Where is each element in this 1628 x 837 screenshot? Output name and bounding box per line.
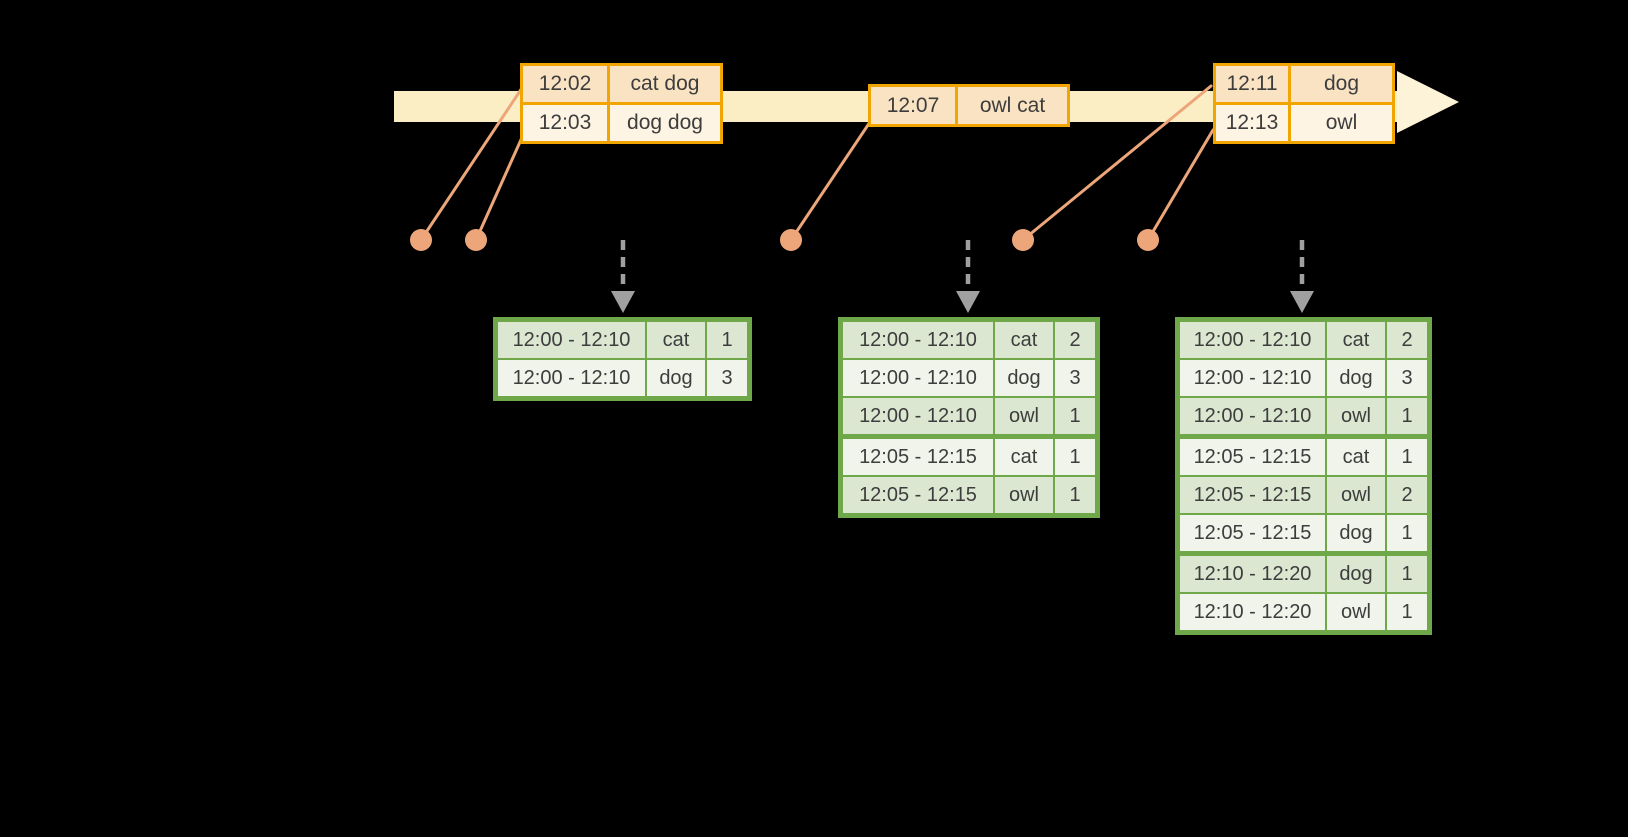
window-cell: 12:05 - 12:15: [843, 477, 993, 513]
count-cell: 2: [1387, 477, 1427, 513]
event-words-cell: cat dog: [610, 66, 720, 102]
count-cell: 1: [1387, 594, 1427, 630]
count-cell: 1: [707, 322, 747, 358]
window-cell: 12:00 - 12:10: [843, 322, 993, 358]
result-row: 12:10 - 12:20 dog 1: [1180, 556, 1427, 592]
window-cell: 12:00 - 12:10: [1180, 322, 1325, 358]
window-cell: 12:10 - 12:20: [1180, 556, 1325, 592]
result-row: 12:05 - 12:15 cat 1: [1180, 439, 1427, 475]
window-cell: 12:00 - 12:10: [498, 360, 645, 396]
count-cell: 1: [1055, 477, 1095, 513]
result-row: 12:00 - 12:10 dog 3: [498, 360, 747, 396]
result-row: 12:05 - 12:15 owl 2: [1180, 477, 1427, 513]
window-cell: 12:10 - 12:20: [1180, 594, 1325, 630]
event-dot-icon: [1137, 229, 1159, 251]
count-cell: 1: [1055, 398, 1095, 434]
window-cell: 12:05 - 12:15: [843, 439, 993, 475]
count-cell: 1: [1387, 515, 1427, 551]
event-batch-table-2: 12:07 owl cat: [868, 84, 1070, 127]
result-table-3: 12:00 - 12:10 cat 2 12:00 - 12:10 dog 3 …: [1175, 317, 1432, 635]
result-row: 12:00 - 12:10 dog 3: [843, 360, 1095, 396]
result-row: 12:05 - 12:15 owl 1: [843, 477, 1095, 513]
event-dot-icon: [780, 229, 802, 251]
word-cell: owl: [995, 477, 1053, 513]
event-row: 12:11 dog: [1216, 66, 1392, 102]
word-cell: owl: [1327, 398, 1385, 434]
word-cell: cat: [1327, 322, 1385, 358]
window-cell: 12:05 - 12:15: [1180, 515, 1325, 551]
event-batch-table-1: 12:02 cat dog 12:03 dog dog: [520, 63, 723, 144]
window-cell: 12:05 - 12:15: [1180, 439, 1325, 475]
trigger-arrowhead-icon: [611, 291, 635, 313]
word-cell: owl: [995, 398, 1053, 434]
window-cell: 12:00 - 12:10: [1180, 360, 1325, 396]
event-words-cell: dog: [1291, 66, 1392, 102]
event-connector-line: [1021, 84, 1213, 242]
count-cell: 3: [1387, 360, 1427, 396]
event-time-cell: 12:02: [523, 66, 607, 102]
word-cell: dog: [647, 360, 705, 396]
event-row: 12:03 dog dog: [523, 105, 720, 141]
word-cell: dog: [995, 360, 1053, 396]
word-cell: owl: [1327, 594, 1385, 630]
word-cell: cat: [995, 322, 1053, 358]
result-row: 12:00 - 12:10 cat 2: [1180, 322, 1427, 358]
word-cell: dog: [1327, 556, 1385, 592]
count-cell: 1: [1055, 439, 1095, 475]
event-dot-icon: [410, 229, 432, 251]
window-cell: 12:00 - 12:10: [1180, 398, 1325, 434]
window-cell: 12:05 - 12:15: [1180, 477, 1325, 513]
event-words-cell: owl cat: [958, 87, 1067, 124]
event-dot-icon: [465, 229, 487, 251]
result-row: 12:05 - 12:15 cat 1: [843, 439, 1095, 475]
word-cell: dog: [1327, 515, 1385, 551]
event-words-cell: dog dog: [610, 105, 720, 141]
result-table-2: 12:00 - 12:10 cat 2 12:00 - 12:10 dog 3 …: [838, 317, 1100, 518]
event-row: 12:13 owl: [1216, 105, 1392, 141]
result-row: 12:00 - 12:10 cat 1: [498, 322, 747, 358]
event-batch-table-3: 12:11 dog 12:13 owl: [1213, 63, 1395, 144]
result-row: 12:00 - 12:10 owl 1: [843, 398, 1095, 434]
word-cell: dog: [1327, 360, 1385, 396]
event-connector-line: [474, 131, 526, 242]
result-row: 12:00 - 12:10 owl 1: [1180, 398, 1427, 434]
trigger-arrowhead-icon: [1290, 291, 1314, 313]
result-row: 12:10 - 12:20 owl 1: [1180, 594, 1427, 630]
event-time-cell: 12:13: [1216, 105, 1288, 141]
result-row: 12:05 - 12:15 dog 1: [1180, 515, 1427, 551]
count-cell: 3: [707, 360, 747, 396]
word-cell: cat: [647, 322, 705, 358]
event-time-cell: 12:07: [871, 87, 955, 124]
count-cell: 3: [1055, 360, 1095, 396]
result-table-1: 12:00 - 12:10 cat 1 12:00 - 12:10 dog 3: [493, 317, 752, 401]
window-cell: 12:00 - 12:10: [843, 360, 993, 396]
trigger-arrowhead-icon: [956, 291, 980, 313]
word-cell: cat: [995, 439, 1053, 475]
count-cell: 1: [1387, 398, 1427, 434]
word-cell: owl: [1327, 477, 1385, 513]
timeline-arrowhead-icon: [1397, 71, 1459, 133]
event-time-cell: 12:03: [523, 105, 607, 141]
event-dot-icon: [1012, 229, 1034, 251]
count-cell: 2: [1387, 322, 1427, 358]
event-time-cell: 12:11: [1216, 66, 1288, 102]
event-row: 12:02 cat dog: [523, 66, 720, 102]
count-cell: 1: [1387, 439, 1427, 475]
count-cell: 2: [1055, 322, 1095, 358]
result-row: 12:00 - 12:10 dog 3: [1180, 360, 1427, 396]
window-cell: 12:00 - 12:10: [498, 322, 645, 358]
event-words-cell: owl: [1291, 105, 1392, 141]
word-cell: cat: [1327, 439, 1385, 475]
window-cell: 12:00 - 12:10: [843, 398, 993, 434]
event-connector-line: [1146, 128, 1215, 242]
count-cell: 1: [1387, 556, 1427, 592]
event-connector-line: [789, 120, 872, 242]
event-connector-line: [419, 86, 524, 242]
result-row: 12:00 - 12:10 cat 2: [843, 322, 1095, 358]
event-row: 12:07 owl cat: [871, 87, 1067, 124]
